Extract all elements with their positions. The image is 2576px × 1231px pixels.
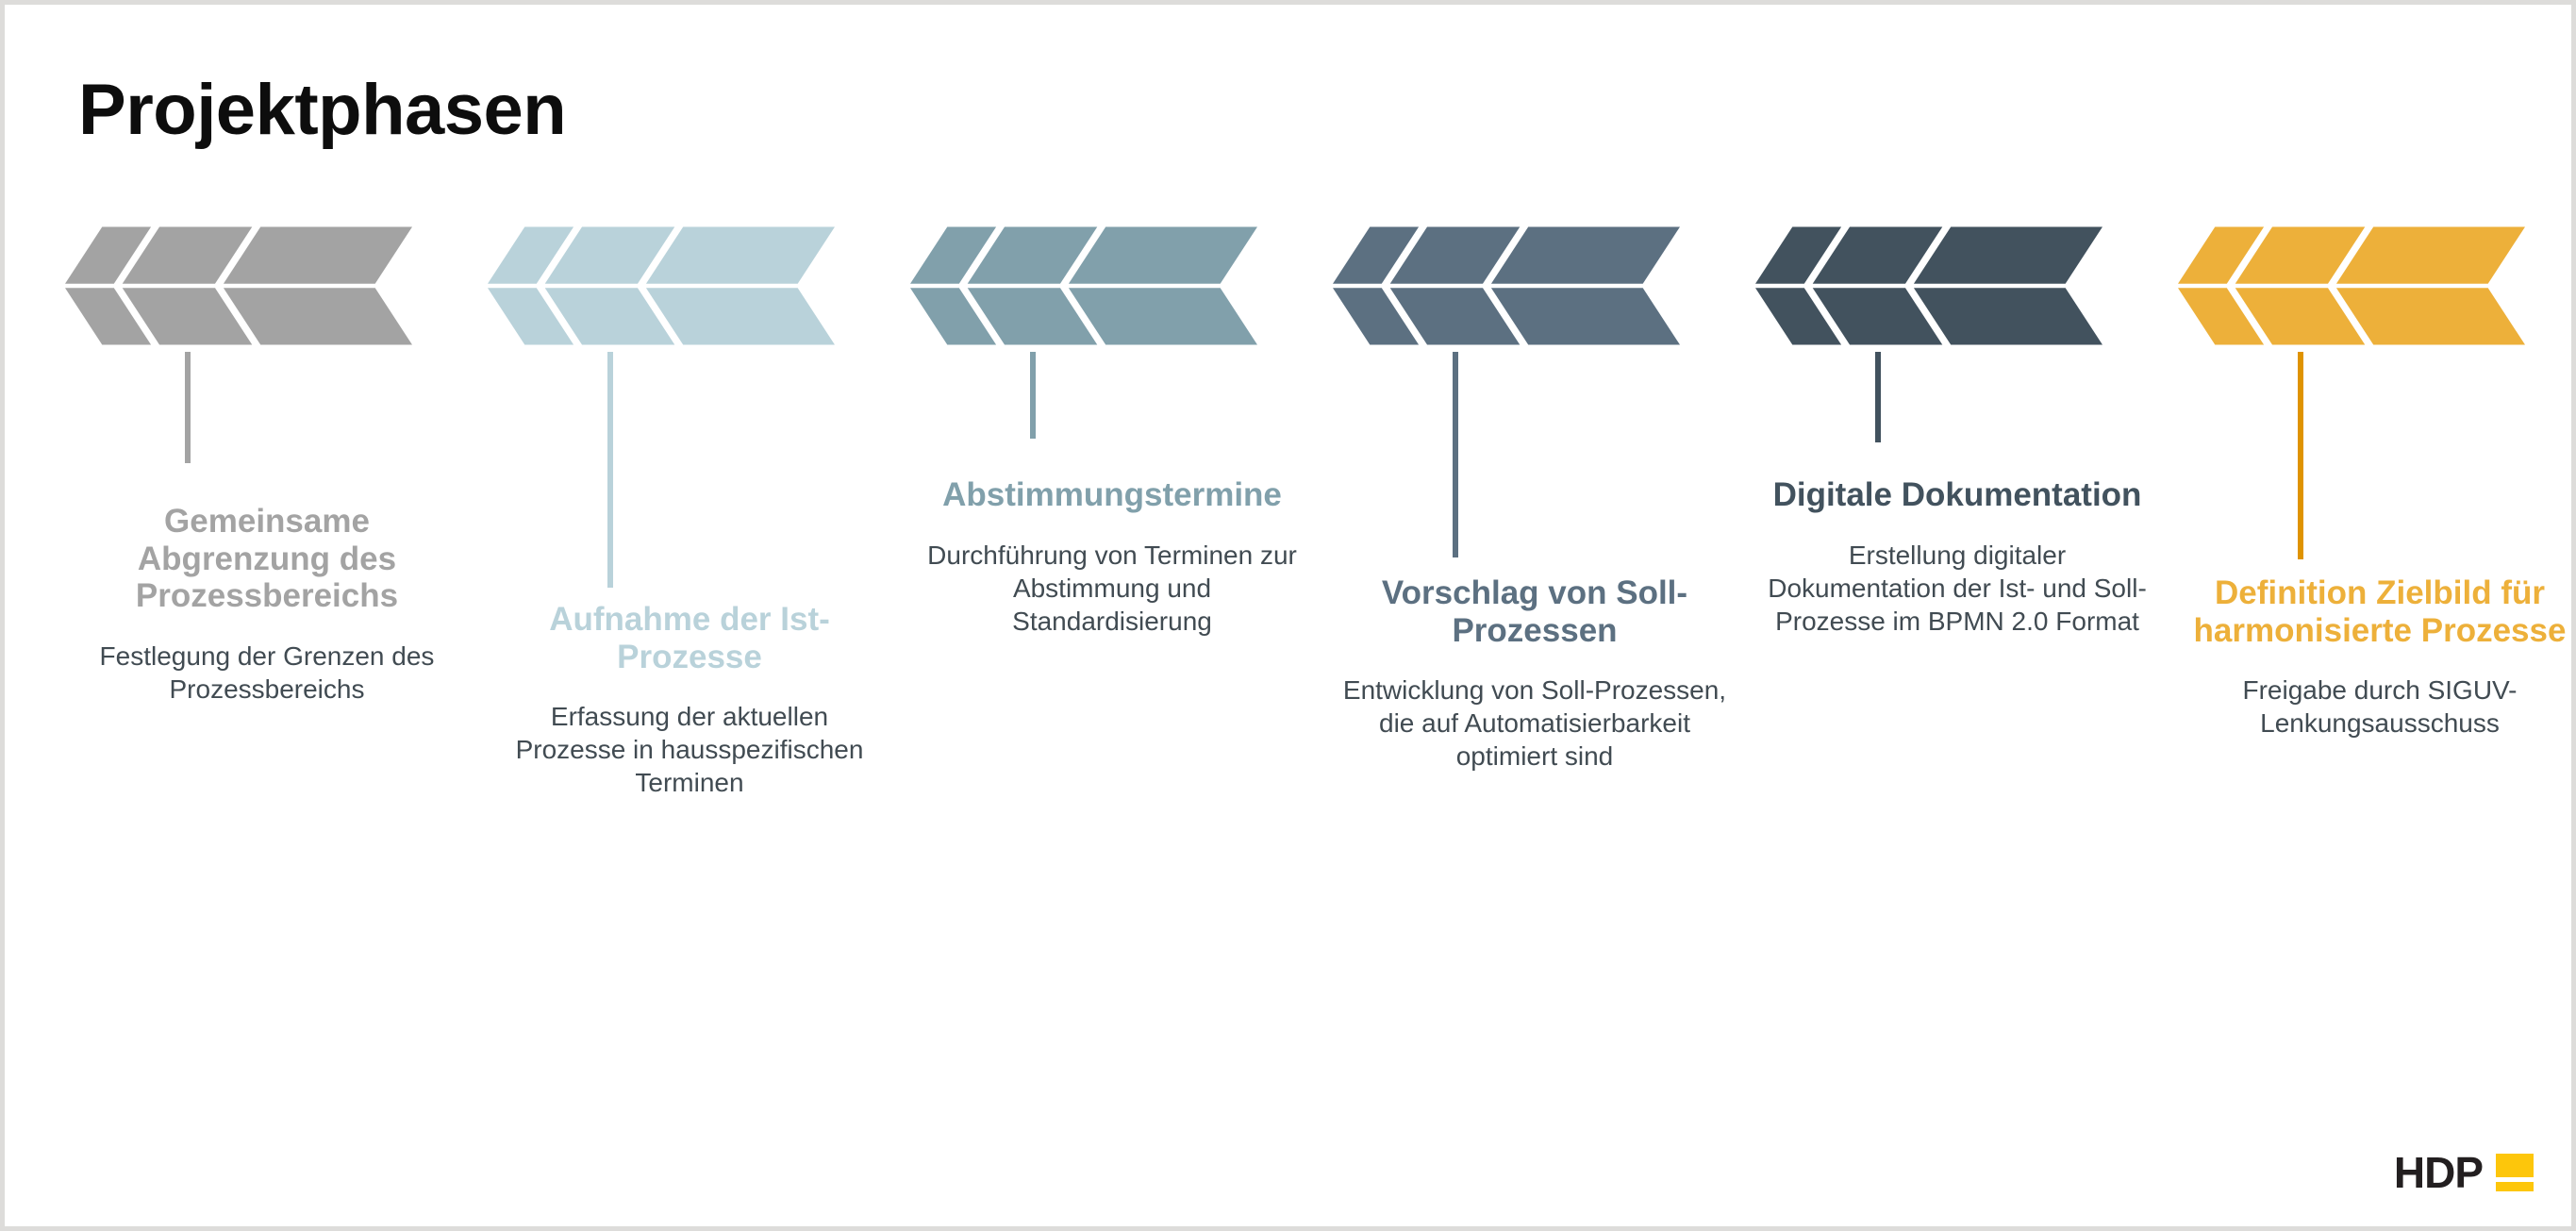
phase-heading-2: Aufnahme der Ist-Prozesse [549, 601, 830, 675]
phase-heading-6: Definition Zielbild für harmonisierte Pr… [2193, 574, 2567, 649]
chevron-segment-bottom-1 [1755, 288, 1842, 345]
phase-description-2: Erfassung der aktuellen Prozesse in haus… [515, 702, 864, 798]
chevron-segment-top-3 [1068, 226, 1257, 284]
phase-connector-line-3 [1030, 352, 1036, 439]
phase-heading-1: Gemeinsame Abgrenzung des Prozessbereich… [135, 503, 399, 615]
phase-item-1[interactable]: Gemeinsame Abgrenzung des Prozessbereich… [59, 220, 474, 704]
page-title: Projektphasen [78, 70, 567, 150]
logo-square-icon [2496, 1154, 2534, 1191]
chevron-segment-bottom-2 [1389, 288, 1521, 345]
phase-chevron-6 [2178, 220, 2525, 352]
phase-description-3: Durchführung von Terminen zur Abstimmung… [927, 540, 1297, 636]
chevron-segment-top-3 [2335, 226, 2525, 284]
chevron-arrow-icon-5 [1755, 226, 2102, 345]
chevron-arrow-icon-1 [65, 226, 412, 345]
chevron-segment-top-2 [544, 226, 675, 284]
phase-item-6[interactable]: Definition Zielbild für harmonisierte Pr… [2172, 220, 2571, 738]
chevron-segment-top-2 [1389, 226, 1521, 284]
chevron-segment-bottom-3 [1068, 288, 1257, 345]
phase-text-1: Gemeinsame Abgrenzung des Prozessbereich… [59, 503, 474, 706]
phase-connector-line-1 [185, 352, 191, 463]
chevron-segment-top-3 [645, 226, 835, 284]
hdp-logo: HDP [2394, 1151, 2534, 1194]
chevron-segment-bottom-1 [910, 288, 997, 345]
phase-heading-5: Digitale Dokumentation [1772, 476, 2142, 513]
logo-block-bottom [2496, 1182, 2534, 1191]
chevron-segment-bottom-1 [488, 288, 574, 345]
phase-heading-3: Abstimmungstermine [942, 476, 1282, 513]
phase-chevron-1 [65, 220, 412, 352]
phase-chevron-3 [910, 220, 1257, 352]
chevron-segment-bottom-2 [2235, 288, 2366, 345]
chevron-segment-top-3 [223, 226, 412, 284]
phase-heading-4: Vorschlag von Soll-Prozessen [1381, 574, 1688, 649]
chevron-segment-top-2 [1812, 226, 1943, 284]
chevron-segment-bottom-1 [65, 288, 152, 345]
chevron-segment-bottom-2 [1812, 288, 1943, 345]
chevron-segment-bottom-2 [122, 288, 253, 345]
chevron-segment-top-2 [967, 226, 1098, 284]
phase-connector-line-2 [607, 352, 613, 588]
logo-block-top [2496, 1154, 2534, 1177]
chevron-segment-bottom-1 [2178, 288, 2265, 345]
phase-chevron-5 [1755, 220, 2102, 352]
chevron-arrow-icon-2 [488, 226, 835, 345]
phase-connector-line-4 [1453, 352, 1458, 557]
phase-description-6: Freigabe durch SIGUV-Lenkungsausschuss [2242, 675, 2518, 739]
chevron-segment-top-1 [488, 226, 574, 284]
phase-description-1: Festlegung der Grenzen des Prozessbereic… [99, 640, 435, 704]
chevron-segment-bottom-3 [223, 288, 412, 345]
chevron-segment-bottom-1 [1333, 288, 1420, 345]
chevron-segment-top-1 [65, 226, 152, 284]
logo-wordmark: HDP [2393, 1148, 2484, 1197]
chevron-segment-top-3 [1490, 226, 1680, 284]
chevron-segment-bottom-3 [2335, 288, 2525, 345]
chevron-segment-top-3 [1913, 226, 2102, 284]
chevron-segment-top-2 [2235, 226, 2366, 284]
chevron-arrow-icon-4 [1333, 226, 1680, 345]
chevron-segment-bottom-2 [544, 288, 675, 345]
chevron-segment-bottom-3 [1490, 288, 1680, 345]
chevron-segment-bottom-2 [967, 288, 1098, 345]
chevron-segment-bottom-3 [645, 288, 835, 345]
phase-text-6: Definition Zielbild für harmonisierte Pr… [2172, 574, 2571, 740]
chevron-arrow-icon-6 [2178, 226, 2525, 345]
phase-chevron-4 [1333, 220, 1680, 352]
chevron-arrow-icon-3 [910, 226, 1257, 345]
chevron-segment-top-2 [122, 226, 253, 284]
phase-connector-line-5 [1875, 352, 1881, 442]
chevron-segment-bottom-3 [1913, 288, 2102, 345]
phase-description-4: Entwicklung von Soll-Prozessen, die auf … [1342, 675, 1727, 772]
chevron-segment-top-1 [2178, 226, 2265, 284]
phase-connector-line-6 [2298, 352, 2303, 559]
phase-chevron-2 [488, 220, 835, 352]
chevron-segment-top-1 [1333, 226, 1420, 284]
chevron-segment-top-1 [1755, 226, 1842, 284]
chevron-segment-top-1 [910, 226, 997, 284]
phase-description-5: Erstellung digitaler Dokumentation der I… [1768, 540, 2147, 636]
phase-strip: Gemeinsame Abgrenzung des Prozessbereich… [5, 220, 2571, 1031]
